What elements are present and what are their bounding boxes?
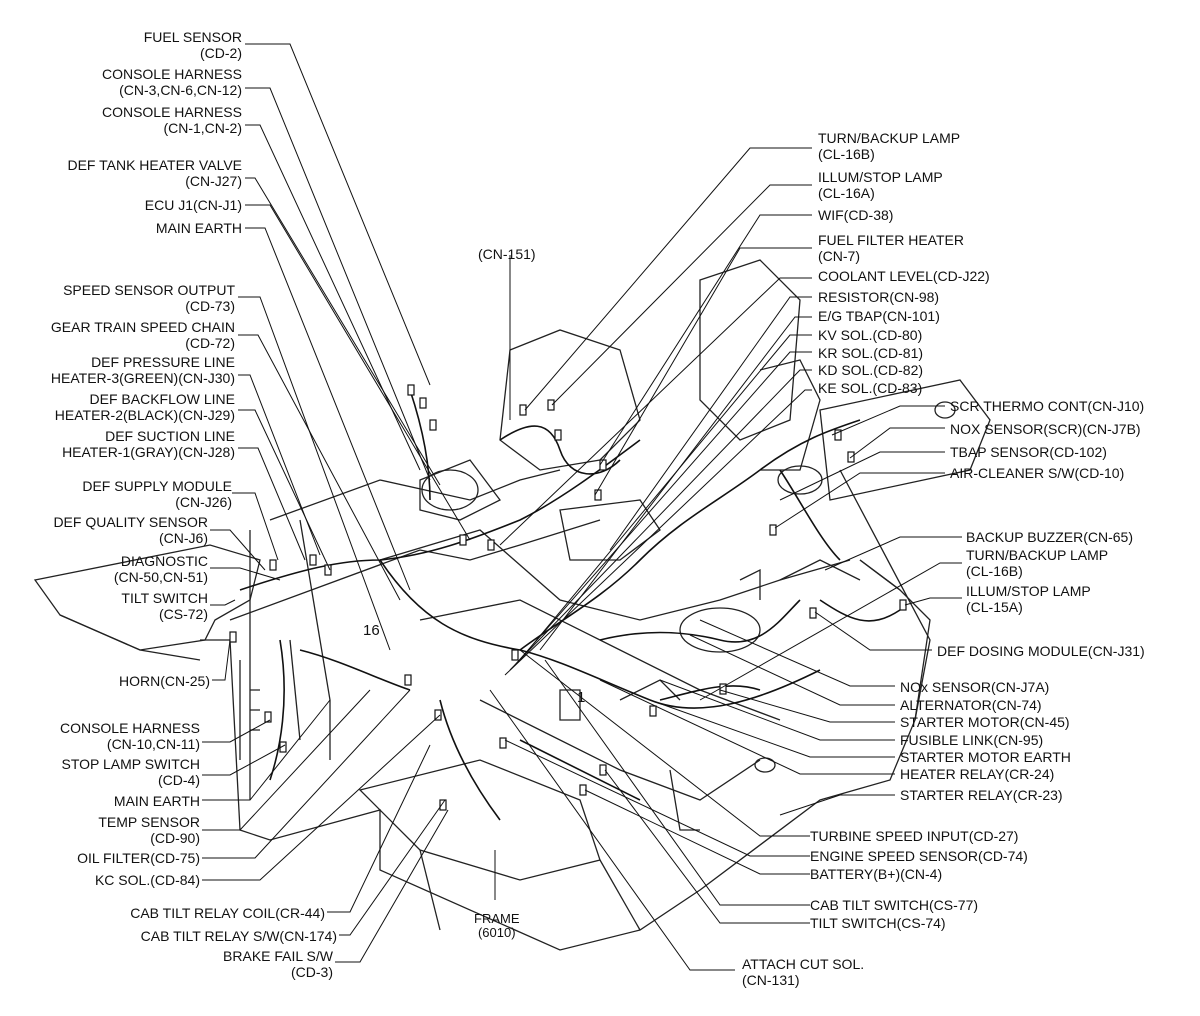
label-backup-buzzer: BACKUP BUZZER(CN-65) <box>966 529 1133 545</box>
label-turn-backup-lamp-right: TURN/BACKUP LAMP(CL-16B) <box>966 547 1109 579</box>
label-def-supply-module: DEF SUPPLY MODULE(CN-J26) <box>82 478 232 510</box>
label-kd-sol: KD SOL.(CD-82) <box>818 362 924 378</box>
connector-clips <box>229 384 907 811</box>
label-ecu-j1: ECU J1(CN-J1) <box>144 197 242 213</box>
label-console-harness-2: CONSOLE HARNESS(CN-1,CN-2) <box>101 104 242 136</box>
label-gear-train-speed-chain: GEAR TRAIN SPEED CHAIN(CD-72) <box>50 319 235 351</box>
callout-1: 1 <box>577 689 586 706</box>
label-kc-sol: KC SOL.(CD-84) <box>94 872 200 888</box>
label-air-cleaner-sw: AIR-CLEANER S/W(CD-10) <box>950 465 1125 481</box>
label-engine-speed-sensor: ENGINE SPEED SENSOR(CD-74) <box>810 848 1028 864</box>
label-eg-tbap: E/G TBAP(CN-101) <box>818 308 940 324</box>
label-tilt-switch-left: TILT SWITCH(CS-72) <box>121 590 208 622</box>
label-cn-151: (CN-151) <box>478 246 536 262</box>
callout-16: 16 <box>363 622 380 639</box>
label-resistor: RESISTOR(CN-98) <box>818 289 940 305</box>
label-console-harness-3: CONSOLE HARNESS(CN-10,CN-11) <box>59 720 200 752</box>
label-attach-cut-sol: ATTACH CUT SOL.(CN-131) <box>742 956 865 988</box>
label-def-tank-heater-valve: DEF TANK HEATER VALVE(CN-J27) <box>67 157 242 189</box>
label-turbine-speed-input: TURBINE SPEED INPUT(CD-27) <box>810 828 1019 844</box>
label-cab-tilt-switch: CAB TILT SWITCH(CS-77) <box>810 897 979 913</box>
label-wif: WIF(CD-38) <box>818 207 894 223</box>
label-battery: BATTERY(B+)(CN-4) <box>810 866 943 882</box>
label-tbap-sensor: TBAP SENSOR(CD-102) <box>950 444 1107 460</box>
label-starter-motor: STARTER MOTOR(CN-45) <box>900 714 1070 730</box>
label-cab-tilt-relay-coil: CAB TILT RELAY COIL(CR-44) <box>130 905 325 921</box>
label-def-quality-sensor: DEF QUALITY SENSOR(CN-J6) <box>53 514 208 546</box>
label-illum-stop-lamp-top: ILLUM/STOP LAMP(CL-16A) <box>818 169 943 201</box>
harness-wires <box>239 389 901 821</box>
label-diagnostic: DIAGNOSTIC(CN-50,CN-51) <box>113 553 208 585</box>
label-kv-sol: KV SOL.(CD-80) <box>818 327 923 343</box>
label-def-dosing-module: DEF DOSING MODULE(CN-J31) <box>937 643 1145 659</box>
label-fuel-sensor: FUEL SENSOR(CD-2) <box>143 29 242 61</box>
label-oil-filter: OIL FILTER(CD-75) <box>77 850 200 866</box>
label-main-earth-bottom: MAIN EARTH <box>113 793 200 809</box>
label-cab-tilt-relay-sw: CAB TILT RELAY S/W(CN-174) <box>140 928 337 944</box>
label-starter-motor-earth: STARTER MOTOR EARTH <box>900 749 1071 765</box>
label-brake-fail-sw: BRAKE FAIL S/W(CD-3) <box>223 948 333 980</box>
label-nox-sensor-scr: NOX SENSOR(SCR)(CN-J7B) <box>950 421 1141 437</box>
label-console-harness-1: CONSOLE HARNESS(CN-3,CN-6,CN-12) <box>101 66 242 98</box>
label-fusible-link: FUSIBLE LINK(CN-95) <box>900 732 1044 748</box>
label-turn-backup-lamp-top: TURN/BACKUP LAMP(CL-16B) <box>818 130 961 162</box>
label-tilt-switch-right: TILT SWITCH(CS-74) <box>810 915 946 931</box>
label-scr-thermo-cont: SCR THERMO CONT(CN-J10) <box>950 398 1145 414</box>
label-ke-sol: KE SOL.(CD-83) <box>818 380 923 396</box>
label-fuel-filter-heater: FUEL FILTER HEATER(CN-7) <box>818 232 964 264</box>
label-illum-stop-lamp-right: ILLUM/STOP LAMP(CL-15A) <box>966 583 1091 615</box>
label-nox-sensor-j7a: NOx SENSOR(CN-J7A) <box>900 679 1050 695</box>
label-stop-lamp-switch: STOP LAMP SWITCH(CD-4) <box>61 756 200 788</box>
frame-drawing <box>33 259 991 951</box>
label-alternator: ALTERNATOR(CN-74) <box>900 697 1042 713</box>
label-horn: HORN(CN-25) <box>119 673 210 689</box>
label-starter-relay: STARTER RELAY(CR-23) <box>900 787 1063 803</box>
label-temp-sensor: TEMP SENSOR(CD-90) <box>98 814 200 846</box>
label-coolant-level: COOLANT LEVEL(CD-J22) <box>818 268 990 284</box>
label-heater-relay: HEATER RELAY(CR-24) <box>900 766 1055 782</box>
label-main-earth-top: MAIN EARTH <box>155 220 242 236</box>
leader-lines <box>202 43 962 971</box>
label-speed-sensor-output: SPEED SENSOR OUTPUT(CD-73) <box>63 282 235 314</box>
label-frame: FRAME(6010) <box>474 911 520 940</box>
label-kr-sol: KR SOL.(CD-81) <box>818 345 924 361</box>
